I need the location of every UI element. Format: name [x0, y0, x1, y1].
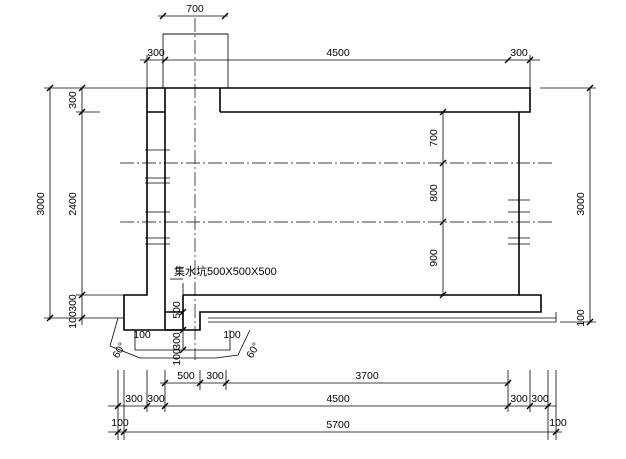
tick — [47, 315, 53, 321]
tick — [180, 309, 186, 315]
tick — [545, 403, 551, 409]
pipe-body — [163, 34, 228, 88]
dim-top-right-wall-label: 300 — [510, 47, 528, 59]
dim-left-total-label: 3000 — [35, 192, 47, 216]
dim-pipe-width-label: 700 — [186, 3, 204, 15]
tick — [162, 403, 168, 409]
tick — [505, 403, 511, 409]
dim-right-total-label: 3000 — [575, 192, 587, 216]
tick — [527, 403, 533, 409]
dim-sump-depth-label: 500 — [171, 301, 183, 319]
dim-bottom-sump-width-label: 500 — [177, 370, 195, 382]
dim-top-inner-span-label: 4500 — [326, 47, 350, 59]
tick — [79, 315, 85, 321]
tick — [440, 292, 446, 298]
dim-row2-inner-span-label: 4500 — [326, 393, 350, 405]
dim-row2-left-wall-a-label: 300 — [125, 393, 143, 405]
dim-inner-middle-label: 800 — [428, 184, 440, 202]
dim-row2-right-wall-b-label: 300 — [531, 393, 549, 405]
dimension-lines — [44, 16, 596, 440]
dimension-labels: 700 300 4500 300 3000 300 2400 300 100 3… — [35, 3, 587, 431]
dimension-ticks — [47, 13, 593, 435]
dim-bottom-wall-label: 300 — [206, 370, 224, 382]
tick — [222, 13, 228, 19]
dim-top-left-wall-label: 300 — [147, 47, 165, 59]
tick — [115, 403, 121, 409]
tick — [440, 109, 446, 115]
tick — [162, 380, 168, 386]
tick — [180, 347, 186, 353]
structure-outline — [124, 88, 541, 350]
dim-row3-right-edge-label: 100 — [549, 417, 567, 429]
dim-left-top-slab-label: 300 — [67, 91, 79, 109]
tick — [47, 85, 53, 91]
tick — [160, 13, 166, 19]
tick — [223, 380, 229, 386]
sump-note-label: 集水坑500X500X500 — [174, 264, 277, 278]
tick — [162, 57, 168, 63]
tick — [505, 57, 511, 63]
tick — [79, 292, 85, 298]
dim-row2-left-wall-b-label: 300 — [147, 393, 165, 405]
cushion-right-slope — [216, 330, 250, 358]
tick — [527, 57, 533, 63]
tick — [587, 85, 593, 91]
tick — [505, 380, 511, 386]
right-wall-openings — [508, 200, 530, 244]
tick — [121, 429, 127, 435]
dim-row3-total-label: 5700 — [326, 419, 350, 431]
dim-sump-slab-label: 300 — [171, 332, 183, 350]
tick — [79, 85, 85, 91]
dim-sump-cushion-label: 100 — [171, 348, 183, 366]
dim-bottom-remaining-label: 3700 — [355, 370, 379, 382]
tick — [440, 219, 446, 225]
left-wall-openings — [145, 150, 170, 244]
dim-sump-offset-left-label: 100 — [133, 329, 151, 341]
dim-angle-right-label: 60° — [244, 341, 262, 361]
cushion-layer — [110, 312, 556, 358]
dim-row2-right-wall-a-label: 300 — [510, 393, 528, 405]
cushion-left-slope — [110, 318, 140, 358]
inlet-pipe — [163, 18, 228, 360]
dim-left-inner-label: 2400 — [67, 192, 79, 216]
tick — [180, 327, 186, 333]
dim-left-cushion-label: 100 — [67, 311, 79, 329]
tick — [79, 109, 85, 115]
dim-left-bottom-slab-label: 300 — [67, 294, 79, 312]
tick — [553, 429, 559, 435]
centerlines — [120, 163, 552, 222]
tick — [197, 380, 203, 386]
dim-inner-upper-label: 700 — [428, 129, 440, 147]
tick — [115, 429, 121, 435]
dim-inner-lower-label: 900 — [428, 249, 440, 267]
dim-sump-offset-right-label: 100 — [223, 329, 241, 341]
tick — [144, 57, 150, 63]
tick — [587, 319, 593, 325]
dim-angle-left-label: 60° — [110, 341, 128, 361]
outer-wall-outline — [124, 88, 541, 330]
tick — [440, 160, 446, 166]
dim-row3-left-edge-label: 100 — [111, 417, 129, 429]
dim-right-cushion-label: 100 — [575, 309, 587, 327]
tick — [144, 403, 150, 409]
